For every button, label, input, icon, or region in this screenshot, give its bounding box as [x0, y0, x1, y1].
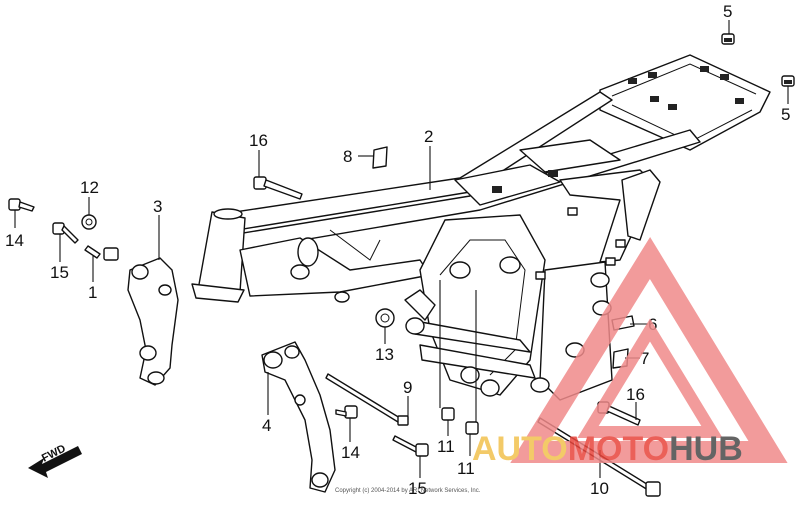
callout-5-top: 5: [723, 2, 732, 21]
plate-part-8: [372, 146, 388, 169]
callout-5-right: 5: [781, 105, 790, 124]
nut-part-5-right: [781, 75, 795, 87]
watermark-inner-triangle-icon: [577, 318, 723, 438]
washer-part-1: [84, 245, 119, 261]
callout-15-left: 15: [50, 263, 69, 282]
bolt-part-15-bottom: [392, 435, 429, 457]
callout-14-center: 14: [341, 443, 360, 462]
nut-part-11-left: [441, 407, 455, 421]
callout-11-right: 11: [457, 459, 475, 478]
watermark-triangle-icon: [510, 236, 788, 463]
bolt-part-16-left: [253, 176, 303, 200]
nut-part-5-top: [721, 33, 735, 45]
watermark-text: AUTOMOTOHUB: [472, 430, 743, 468]
collar-part-13: [375, 308, 395, 328]
bolt-part-9: [325, 373, 409, 426]
callout-7: 7: [640, 349, 649, 368]
callout-16-left: 16: [249, 131, 268, 150]
watermark-moto: MOTO: [568, 430, 669, 468]
bolt-part-14-center: [335, 405, 358, 419]
callout-3: 3: [153, 197, 162, 216]
nut-part-11-right: [465, 421, 479, 435]
callout-8: 8: [343, 147, 352, 166]
bolt-part-14-left: [8, 198, 35, 212]
copyright-notice: Copyright (c) 2004-2014 by ARI Network S…: [335, 488, 481, 494]
callout-1: 1: [88, 283, 97, 302]
callout-10: 10: [590, 479, 609, 498]
callout-4: 4: [262, 416, 271, 435]
watermark-auto: AUTO: [472, 430, 568, 468]
callout-16-right: 16: [626, 385, 645, 404]
frame-body: [191, 54, 771, 401]
watermark-hub: HUB: [669, 430, 743, 468]
forward-direction-indicator: FWD: [28, 443, 82, 478]
collar-part-12: [81, 214, 97, 230]
callout-2: 2: [424, 127, 433, 146]
forward-arrow-icon: [28, 446, 82, 478]
bolt-part-15-left: [52, 222, 79, 244]
callout-labels: 5 5 2 16 8 12 3 14 15 1 13 6 7 16 4 9 14…: [5, 2, 790, 498]
callout-15-bottom: 15: [408, 479, 427, 498]
callout-14-left: 14: [5, 231, 24, 250]
callout-9: 9: [403, 378, 412, 397]
callout-12: 12: [80, 178, 99, 197]
callout-13: 13: [375, 345, 394, 364]
automotohub-watermark: AUTOMOTOHUB: [472, 236, 788, 468]
callout-11-left: 11: [437, 437, 455, 456]
bracket-part-3: [127, 257, 179, 386]
bracket-part-4: [261, 341, 336, 493]
